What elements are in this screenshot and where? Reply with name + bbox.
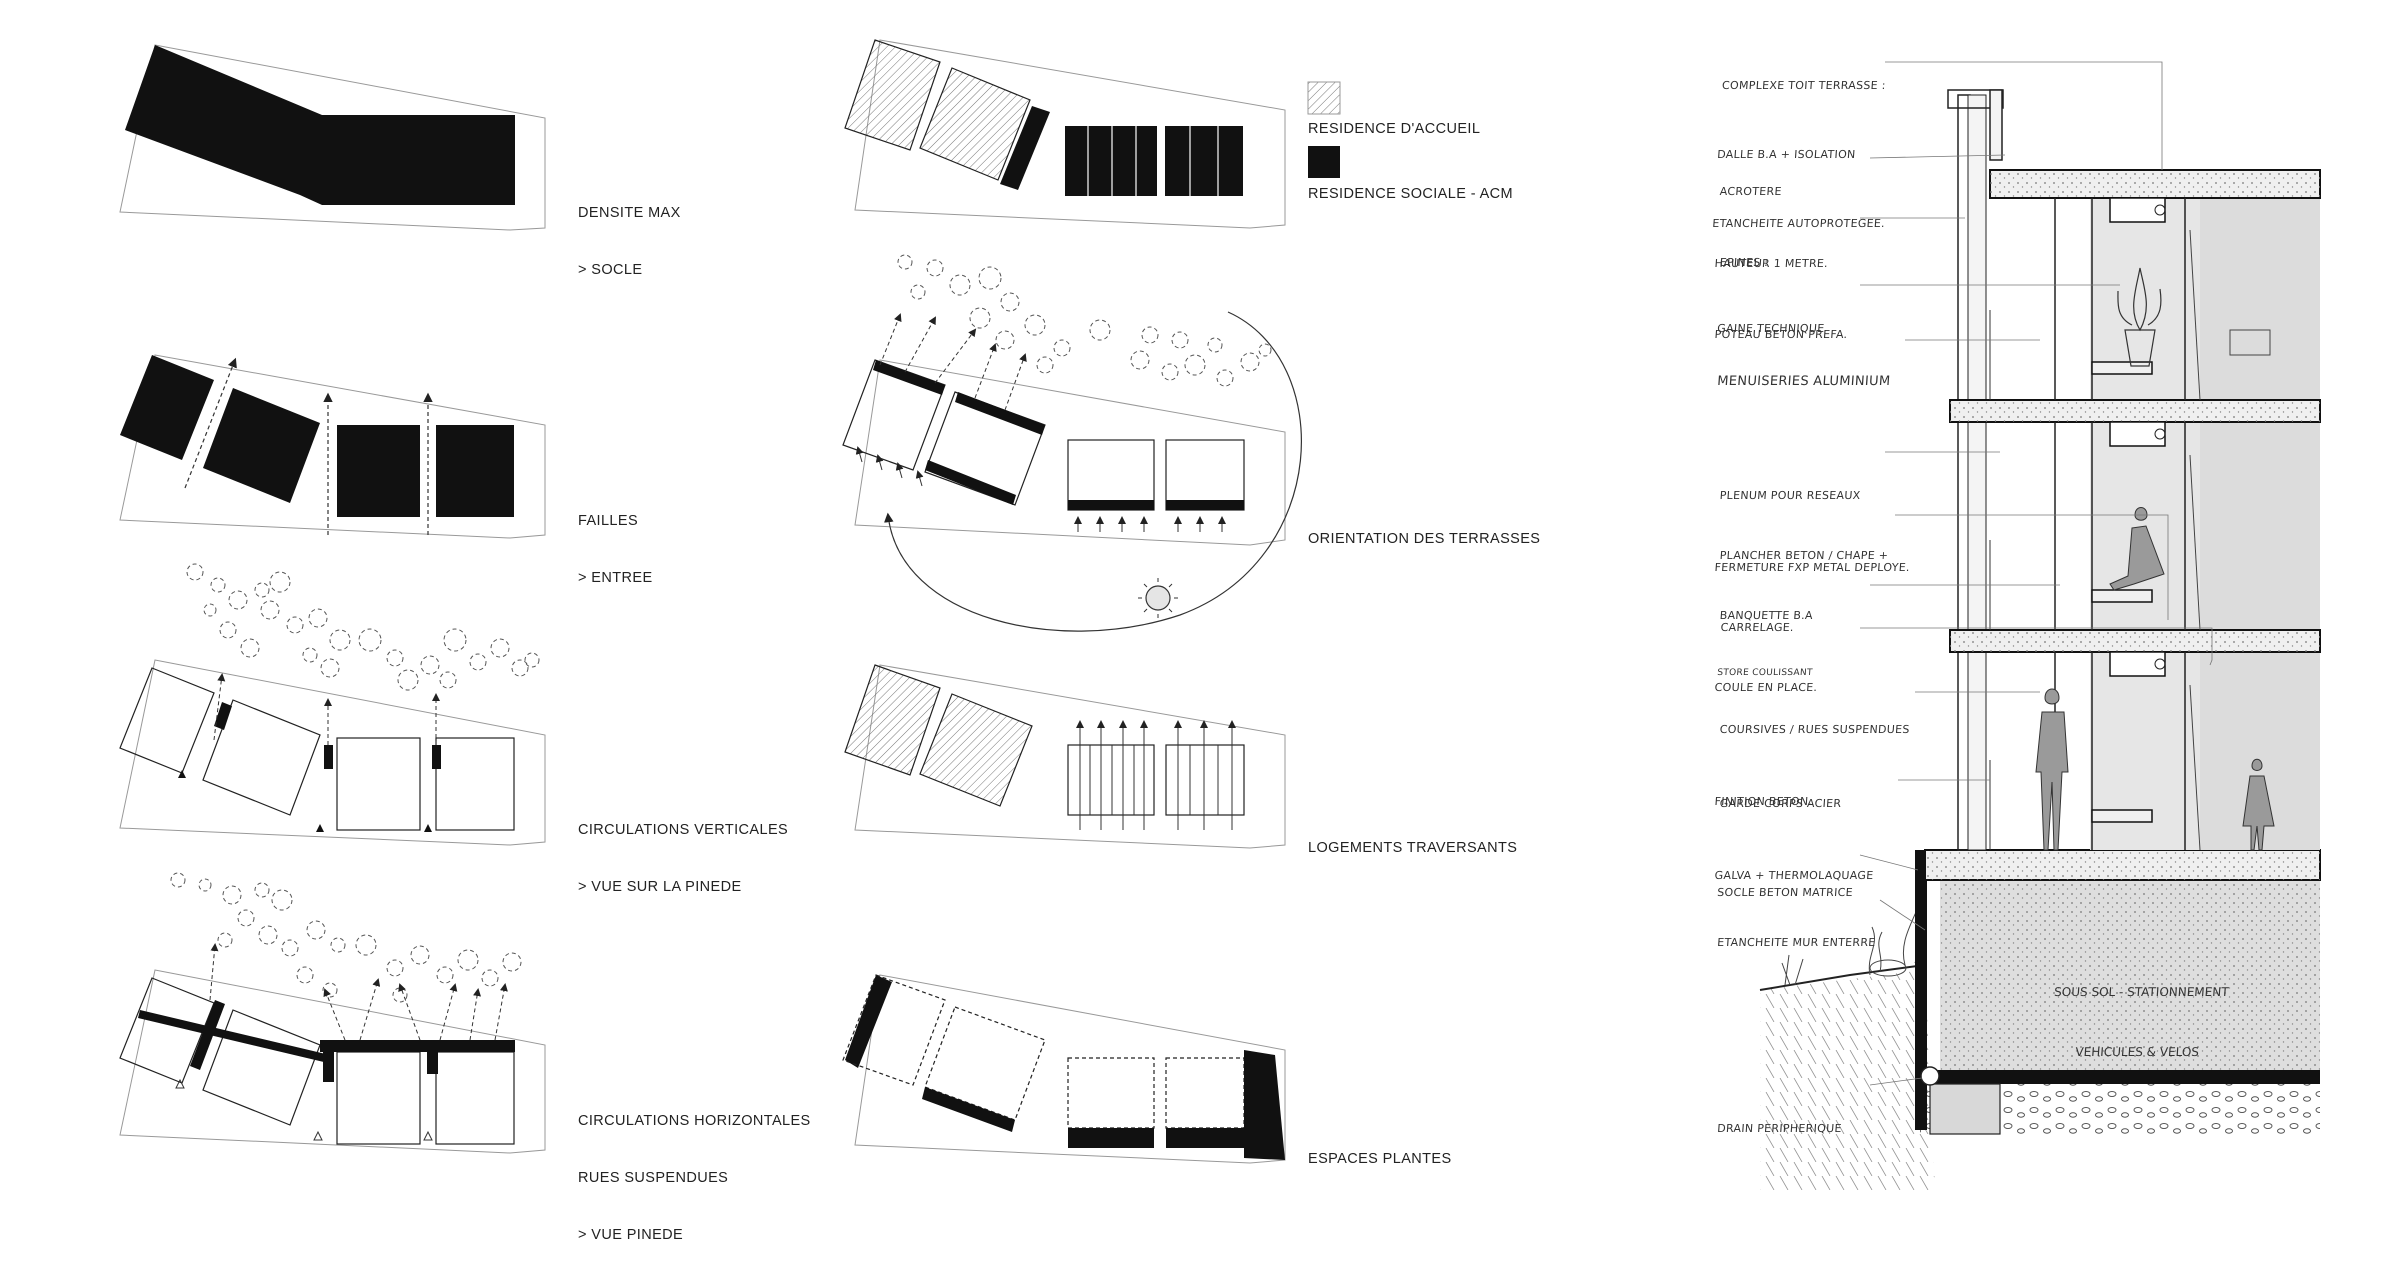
drain-icon [1920,1066,1940,1086]
diagram-densite [119,44,546,231]
note-line: DRAIN PERIPHERIQUE [1716,1122,1843,1135]
caption-line: ORIENTATION DES TERRASSES [1308,531,1541,547]
note-menuiseries: MENUISERIES ALUMINIUM [1715,327,1894,415]
caption-orientation: ORIENTATION DES TERRASSES [1308,492,1540,568]
sun-icon [1145,585,1171,611]
caption-line: RUES SUSPENDUES [578,1170,729,1186]
note-line: GARDE CORPS ACIER [1719,797,1842,810]
room-line: VEHICULES & VELOS [2074,1045,2200,1059]
architecture-board [119,39,2321,1190]
caption-line: CIRCULATIONS VERTICALES [578,822,789,838]
room-line: SOUS SOL - STATIONNEMENT [2053,985,2230,999]
legend-label-sociale: RESIDENCE SOCIALE - ACM [1308,186,1513,202]
caption-line: ESPACES PLANTES [1308,1151,1452,1167]
diagram-traversants [844,664,1286,849]
note-etancheite: ETANCHEITE MUR ENTERRE [1715,888,1879,976]
caption-line: > VUE SUR LA PINEDE [578,879,742,895]
diagram-espaces [842,974,1286,1164]
note-line: ACROTERE [1719,185,1783,198]
caption-line: LOGEMENTS TRAVERSANTS [1308,840,1518,856]
diagram-types [844,39,1286,229]
caption-line: CIRCULATIONS HORIZONTALES [578,1113,811,1129]
note-drain: DRAIN PERIPHERIQUE [1715,1074,1846,1162]
caption-densite: DENSITE MAX > SOCLE [578,166,681,299]
diagram-failles [119,354,546,539]
caption-circ-verticales: CIRCULATIONS VERTICALES > VUE SUR LA PIN… [578,783,788,916]
diagram-circ-verticales [119,563,546,846]
caption-espaces: ESPACES PLANTES [1308,1112,1452,1188]
building-section [1759,61,2321,1190]
note-line: COMPLEXE TOIT TERRASSE : [1721,79,1887,92]
caption-line: > VUE PINEDE [578,1227,684,1243]
diagram-circ-horizontales [119,872,546,1154]
caption-line: DENSITE MAX [578,205,681,221]
caption-circ-horizontales: CIRCULATIONS HORIZONTALES RUES SUSPENDUE… [578,1074,811,1264]
note-line: COURSIVES / RUES SUSPENDUES [1719,723,1911,736]
legend-swatch-accueil [1307,81,1341,115]
caption-failles: FAILLES > ENTREE [578,474,653,607]
caption-line: > ENTREE [578,570,653,586]
note-line: MENUISERIES ALUMINIUM [1716,374,1891,389]
note-line: EPINES : [1719,256,1769,269]
legend-label-accueil: RESIDENCE D'ACCUEIL [1308,121,1481,137]
caption-line: > SOCLE [578,262,643,278]
label-parking: SOUS SOL - STATIONNEMENT VEHICULES & VEL… [2025,942,2255,1082]
caption-line: FAILLES [578,513,639,529]
diagram-orientation [842,254,1302,632]
legend-swatch-sociale [1308,146,1340,178]
caption-traversants: LOGEMENTS TRAVERSANTS [1308,801,1517,877]
note-line: ETANCHEITE MUR ENTERRE [1716,936,1876,949]
